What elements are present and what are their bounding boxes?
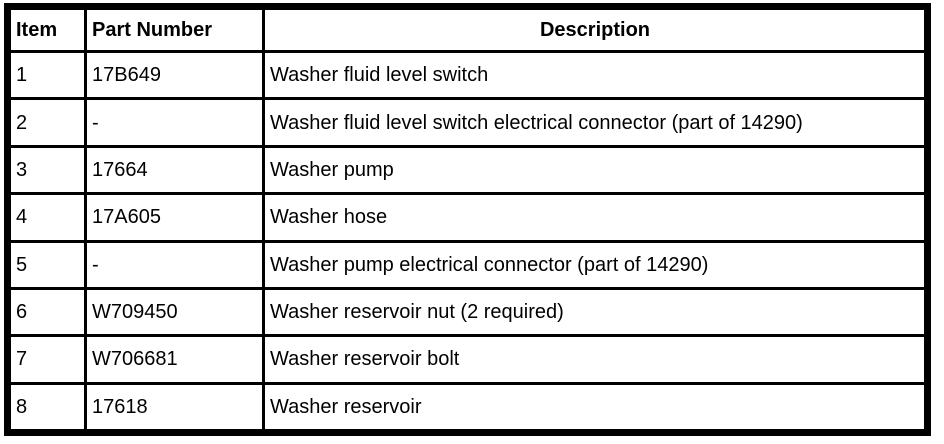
cell-item: 4 bbox=[8, 192, 87, 243]
header-part-number: Part Number bbox=[84, 7, 265, 53]
table-body: 1 17B649 Washer fluid level switch 2 - W… bbox=[8, 49, 927, 433]
cell-description: Washer reservoir bolt bbox=[262, 334, 927, 385]
table-row: 4 17A605 Washer hose bbox=[8, 192, 927, 243]
table-row: 7 W706681 Washer reservoir bolt bbox=[8, 334, 927, 385]
cell-item: 3 bbox=[8, 144, 87, 196]
cell-item: 1 bbox=[8, 49, 87, 101]
cell-item: 5 bbox=[8, 239, 87, 290]
cell-description: Washer reservoir nut (2 required) bbox=[262, 286, 927, 338]
table-header: Item Part Number Description bbox=[8, 7, 927, 53]
cell-part-number: 17618 bbox=[84, 381, 265, 433]
table-row: 8 17618 Washer reservoir bbox=[8, 381, 927, 433]
cell-item: 8 bbox=[8, 381, 87, 433]
table-row: 6 W709450 Washer reservoir nut (2 requir… bbox=[8, 286, 927, 338]
cell-description: Washer pump electrical connector (part o… bbox=[262, 239, 927, 290]
cell-description: Washer hose bbox=[262, 192, 927, 243]
cell-part-number: W706681 bbox=[84, 334, 265, 385]
cell-description: Washer pump bbox=[262, 144, 927, 196]
parts-table: Item Part Number Description 1 17B649 Wa… bbox=[4, 3, 931, 436]
cell-item: 6 bbox=[8, 286, 87, 338]
cell-part-number: 17B649 bbox=[84, 49, 265, 101]
header-item: Item bbox=[8, 7, 87, 53]
parts-table-grid: Item Part Number Description 1 17B649 Wa… bbox=[8, 7, 927, 433]
header-description: Description bbox=[262, 7, 927, 53]
cell-item: 7 bbox=[8, 334, 87, 385]
cell-part-number: - bbox=[84, 239, 265, 290]
cell-part-number: 17664 bbox=[84, 144, 265, 196]
header-row: Item Part Number Description bbox=[8, 7, 927, 53]
cell-description: Washer fluid level switch electrical con… bbox=[262, 97, 927, 148]
cell-description: Washer fluid level switch bbox=[262, 49, 927, 101]
table-row: 2 - Washer fluid level switch electrical… bbox=[8, 97, 927, 148]
table-row: 1 17B649 Washer fluid level switch bbox=[8, 49, 927, 101]
table-row: 3 17664 Washer pump bbox=[8, 144, 927, 196]
cell-description: Washer reservoir bbox=[262, 381, 927, 433]
cell-item: 2 bbox=[8, 97, 87, 148]
cell-part-number: 17A605 bbox=[84, 192, 265, 243]
cell-part-number: - bbox=[84, 97, 265, 148]
table-row: 5 - Washer pump electrical connector (pa… bbox=[8, 239, 927, 290]
cell-part-number: W709450 bbox=[84, 286, 265, 338]
